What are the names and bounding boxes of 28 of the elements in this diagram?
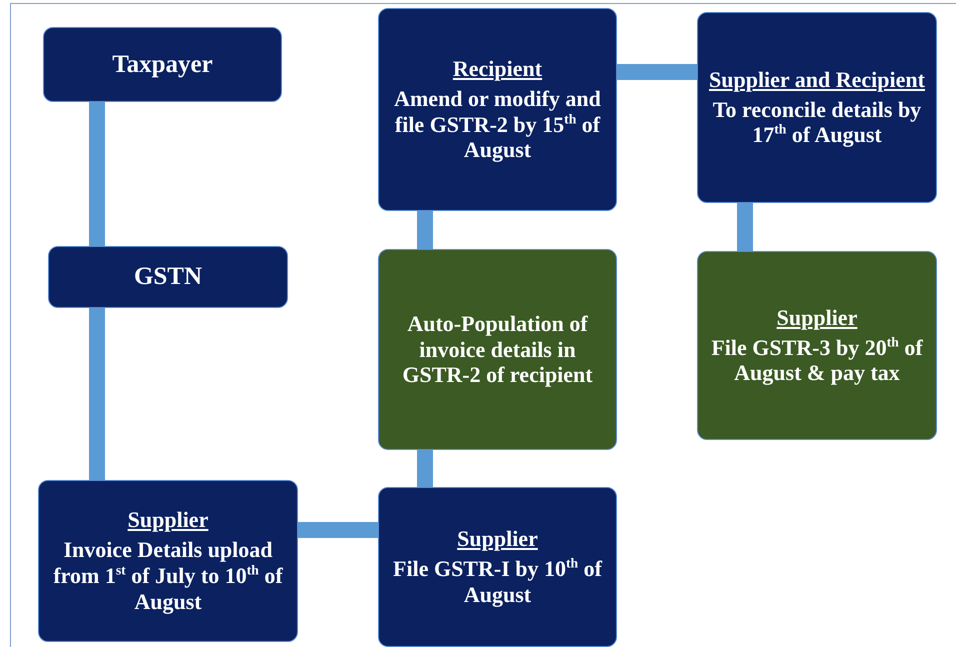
connector <box>298 522 378 538</box>
box-heading: Supplier <box>457 526 538 552</box>
box-text: File GSTR-I by 10$^{th}$ of August <box>392 556 604 608</box>
connector <box>737 203 753 251</box>
box-heading: Supplier and Recipient <box>709 66 925 93</box>
process-box <box>38 480 298 642</box>
box-text: Invoice Details upload from 1$^{st}$ of July to 10$^{th}$ of August <box>52 537 284 615</box>
box-text: File GSTR-3 by 20$^{th}$ of August & pay tax <box>710 334 924 386</box>
box-text: To reconcile details by 17$^{th}$ of August <box>712 96 922 148</box>
process-box <box>378 8 617 211</box>
process-box <box>48 246 288 308</box>
connector <box>417 450 433 487</box>
box-heading: Supplier <box>776 304 858 331</box>
box-text: Amend or modify and file GSTR-2 by 15$^{th}$ of August <box>393 86 602 164</box>
process-box <box>378 487 617 647</box>
process-box <box>43 27 282 102</box>
connector <box>417 211 433 249</box>
box-heading: Recipient <box>452 56 542 82</box>
connector <box>89 102 105 246</box>
process-box <box>378 249 617 450</box>
box-text: Taxpayer <box>112 50 213 80</box>
connector <box>617 64 697 80</box>
connector <box>89 308 105 480</box>
box-text: Auto-Population of invoice details in GSTR-2 of recipient <box>401 310 594 388</box>
box-heading: Supplier <box>128 507 208 534</box>
process-box <box>697 251 937 440</box>
box-text: GSTN <box>134 262 202 292</box>
process-box <box>697 12 937 203</box>
